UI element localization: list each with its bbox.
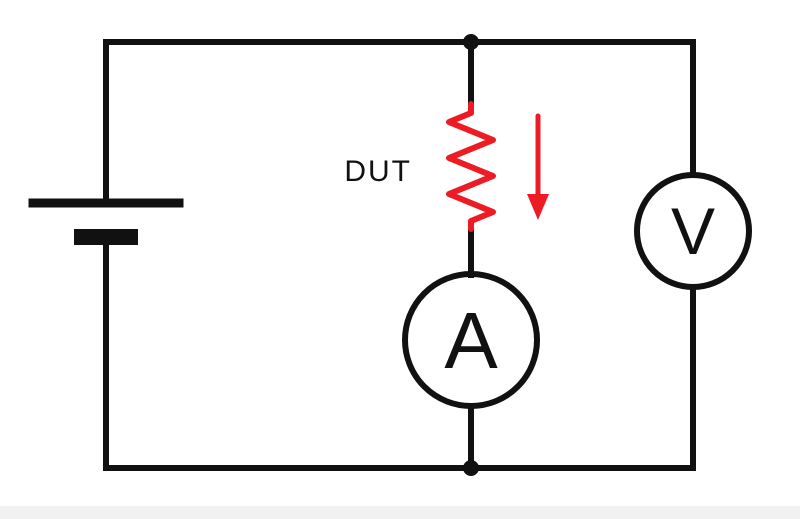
wires [28, 39, 752, 471]
outer-loop-top-wire [103, 39, 696, 203]
ammeter-label: A [444, 296, 498, 385]
junction-dot-top [463, 34, 479, 50]
ammeter-circle [402, 271, 540, 409]
dut-label: DUT [344, 155, 412, 188]
junction-dots [463, 34, 479, 476]
voltmeter-label: V [671, 194, 715, 268]
current-arrow-head [527, 194, 549, 220]
dut-highlight-group [446, 101, 541, 232]
dut-resistor-zigzag [446, 101, 496, 232]
footer-strip [0, 506, 800, 519]
outer-loop-bottom-wire [103, 239, 696, 471]
voltmeter-circle [634, 172, 752, 290]
junction-dot-bottom [463, 460, 479, 476]
